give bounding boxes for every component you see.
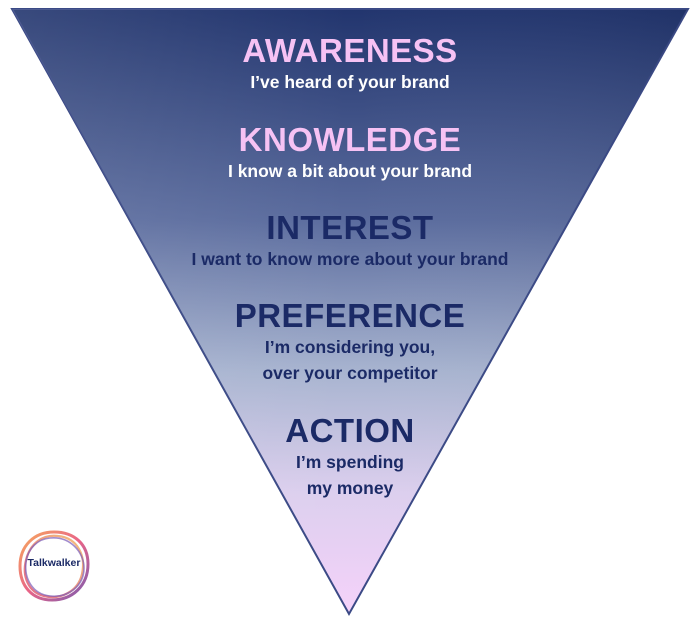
stage-description: I’m considering you, over your competito… [262, 337, 438, 383]
stage-title: AWARENESS [242, 32, 458, 69]
talkwalker-logo: Talkwalker [14, 526, 94, 606]
stage-interest: INTEREST I want to know more about your … [0, 210, 700, 272]
stage-title: PREFERENCE [234, 297, 466, 334]
stage-description: I know a bit about your brand [227, 161, 473, 181]
stage-preference: PREFERENCE I’m considering you, over you… [0, 298, 700, 386]
stage-title: ACTION [285, 412, 415, 449]
stage-title: KNOWLEDGE [238, 121, 462, 158]
stage-description: I’m spending my money [296, 452, 404, 498]
stage-title: INTEREST [266, 209, 434, 246]
stage-awareness: AWARENESS I’ve heard of your brand [0, 33, 700, 95]
funnel-shine [12, 9, 688, 614]
talkwalker-logo-icon [18, 530, 90, 602]
stage-description: I want to know more about your brand [191, 249, 509, 269]
stage-action: ACTION I’m spending my money [0, 413, 700, 501]
stage-knowledge: KNOWLEDGE I know a bit about your brand [0, 122, 700, 184]
logo-label: Talkwalker [27, 557, 81, 569]
stage-description: I’ve heard of your brand [250, 72, 450, 92]
